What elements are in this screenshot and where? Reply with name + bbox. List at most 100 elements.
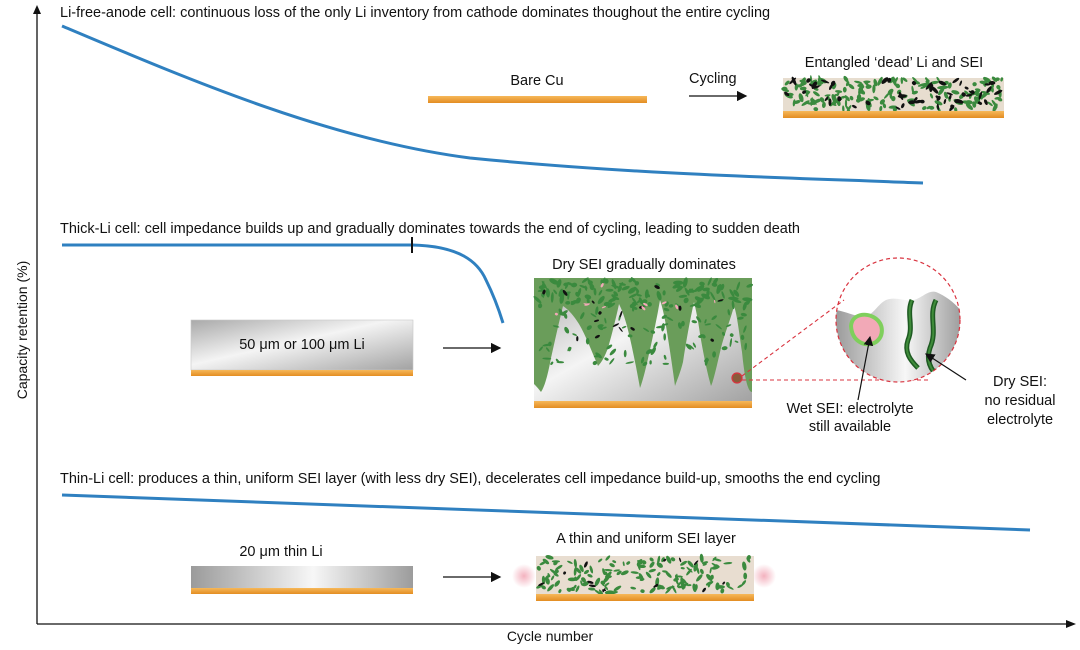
- sei-flake: [937, 85, 948, 90]
- sei-flake: [873, 78, 878, 87]
- dead-li-particle: [653, 584, 657, 588]
- sei-flake: [604, 575, 612, 579]
- sei-flake: [812, 99, 817, 105]
- sei-flake: [581, 277, 589, 283]
- dead-li-particle: [813, 85, 820, 89]
- dead-li-particle: [977, 101, 983, 105]
- sei-flake: [687, 288, 694, 293]
- sei-flake: [600, 580, 606, 585]
- sei-flake: [598, 589, 604, 596]
- sei-flake: [613, 291, 619, 297]
- sei-flake: [902, 77, 908, 82]
- dead-li-particle: [619, 310, 623, 318]
- dead-li-particle: [929, 83, 934, 93]
- dead-li-particle: [717, 299, 724, 302]
- sei-flake: [694, 584, 698, 591]
- sei-flake: [662, 290, 666, 296]
- sei-flake: [928, 105, 935, 110]
- sei-flake: [668, 304, 674, 308]
- sei-flake: [781, 86, 788, 91]
- dead-li-particle: [784, 91, 790, 97]
- sei-flake: [604, 582, 610, 587]
- sei-flake: [812, 91, 820, 97]
- sei-flake: [586, 325, 592, 330]
- dead-li-particle: [612, 323, 620, 327]
- dead-li-particle: [911, 81, 917, 86]
- electrolyte-spot: [675, 304, 679, 310]
- dead-li-particle: [576, 336, 579, 342]
- sei-flake: [894, 77, 898, 84]
- sei-flake: [665, 316, 674, 321]
- sei-flake: [972, 82, 977, 87]
- sei-flake: [858, 88, 866, 95]
- sei-flake: [649, 587, 656, 594]
- sei-flake: [637, 560, 643, 565]
- sei-flake: [587, 574, 593, 578]
- dead-li-particle: [591, 300, 595, 304]
- thin-li-electrode: [191, 566, 413, 588]
- sei-flake: [626, 561, 631, 565]
- sei-flake: [675, 579, 679, 585]
- dead-li-particle: [820, 79, 830, 84]
- sei-flake: [605, 555, 611, 561]
- sei-flake: [581, 577, 586, 583]
- sei-flake: [544, 574, 550, 581]
- sei-flake: [616, 570, 622, 576]
- sei-flake: [994, 96, 1001, 100]
- thin-li-cu-collector: [191, 588, 413, 594]
- sei-flake: [842, 86, 847, 93]
- sei-flake: [641, 560, 647, 565]
- dead-li-particle: [901, 103, 905, 109]
- bare-cu-label: Bare Cu: [510, 73, 564, 89]
- dead-li-particle: [654, 285, 660, 290]
- sei-flake: [802, 81, 807, 86]
- sei-flake: [608, 302, 612, 307]
- li-free-panel-title: Li-free-anode cell: continuous loss of t…: [60, 5, 771, 21]
- sei-flake: [844, 95, 850, 102]
- sei-flake: [567, 291, 570, 300]
- sei-flake: [706, 573, 713, 582]
- sei-flake: [649, 561, 655, 568]
- cycling-label: Cycling: [689, 71, 737, 87]
- sei-flake: [912, 76, 918, 83]
- electrolyte-splash-right: [752, 564, 776, 588]
- electrolyte-spot: [554, 312, 558, 316]
- sei-flake: [640, 356, 645, 364]
- sei-flake: [716, 284, 722, 294]
- sei-flake: [575, 585, 580, 593]
- dead-li-particle: [986, 86, 992, 93]
- sei-flake: [638, 573, 644, 580]
- sei-flake: [550, 292, 554, 303]
- sei-flake: [554, 580, 561, 587]
- dead-li-particle: [852, 104, 857, 109]
- sei-flake: [550, 575, 555, 581]
- sei-flake: [594, 577, 601, 587]
- sei-flake: [541, 280, 548, 290]
- dead-li-particle: [828, 98, 832, 107]
- zoom-circle: [835, 257, 961, 383]
- sei-flake: [561, 310, 568, 316]
- sei-flake: [604, 317, 607, 324]
- dead-li-particle: [563, 571, 567, 575]
- dead-li-particle: [598, 311, 602, 315]
- sei-flake: [699, 281, 705, 286]
- sei-flake: [558, 589, 562, 594]
- sei-flake: [784, 80, 790, 86]
- sei-flake: [711, 282, 718, 287]
- sei-flake: [709, 567, 712, 574]
- dead-li-particle: [618, 326, 623, 332]
- sei-flake: [621, 325, 627, 329]
- sei-flake: [637, 561, 641, 571]
- zoom-guide-upper: [741, 299, 845, 377]
- sei-flake: [553, 289, 558, 295]
- sei-flake: [573, 559, 577, 568]
- dead-li-particle: [588, 584, 596, 588]
- sei-flake: [743, 572, 748, 580]
- sei-flake: [685, 343, 692, 350]
- dead-li-particle: [948, 94, 952, 100]
- sei-flake: [691, 320, 698, 324]
- sei-flake: [873, 96, 879, 101]
- sei-flake: [639, 564, 645, 568]
- sei-flake: [645, 571, 652, 579]
